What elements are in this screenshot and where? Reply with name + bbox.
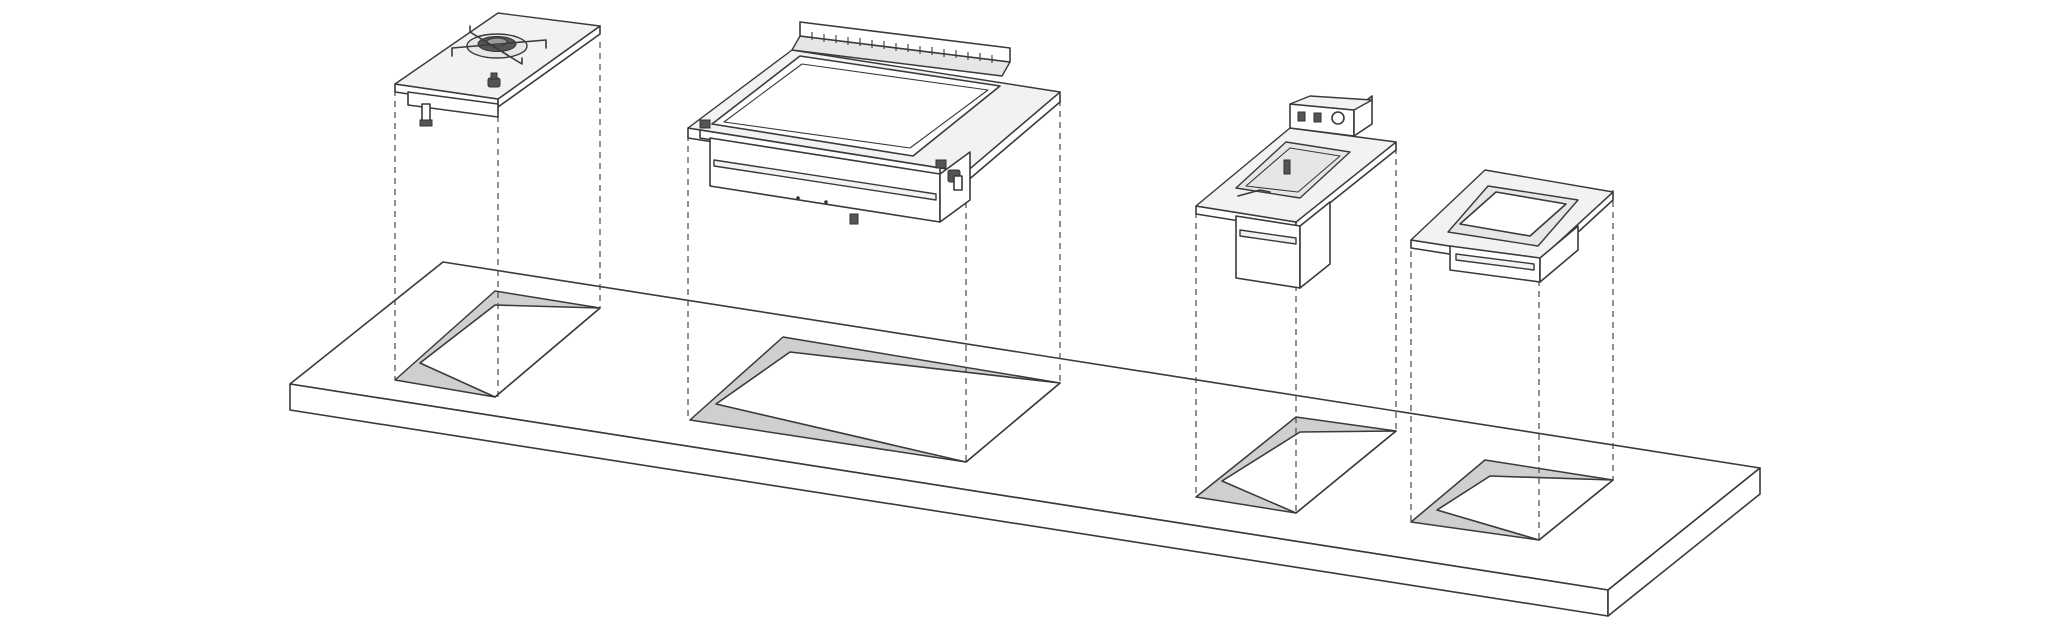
griddle-icon — [711, 55, 1001, 157]
cutout-2 — [689, 336, 1061, 463]
fryer-controls — [1297, 111, 1345, 125]
gas-burner-icon — [451, 25, 547, 65]
control-knob-icon — [487, 72, 501, 88]
countertop-slab — [289, 261, 1761, 617]
splashback-grille — [811, 32, 993, 63]
countertop-right-face — [1607, 467, 1761, 617]
deep-fryer-unit — [1195, 95, 1397, 289]
bain-marie-icon — [1447, 185, 1579, 247]
griddle-plate-unit — [687, 21, 1061, 225]
gastronorm-well-unit — [1410, 169, 1614, 283]
cutout-1 — [394, 290, 601, 398]
control-knob-icon — [947, 169, 963, 191]
projection-guides — [394, 42, 1614, 540]
cutout-4 — [1410, 459, 1614, 541]
gas-burner-unit — [394, 12, 601, 127]
fryer-icon — [1235, 141, 1351, 199]
